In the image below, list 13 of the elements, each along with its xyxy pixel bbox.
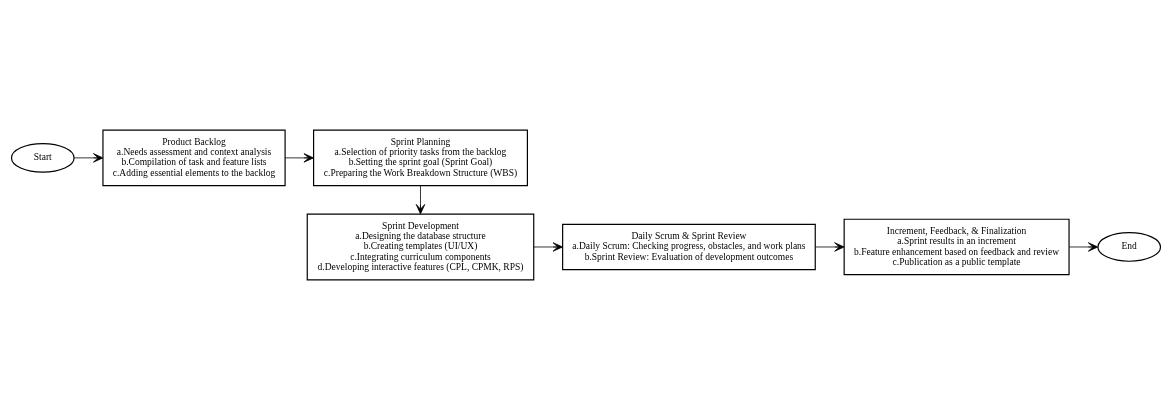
arrow (815, 242, 845, 252)
node-ellipse: End (1097, 232, 1162, 262)
arrow (73, 153, 104, 163)
arrow (415, 185, 426, 215)
node-box: Daily Scrum & Sprint Review a.Daily Scrum: Checking progress, obstacles, and work plans b.Sprint Review: Evaluation of development outcomes (562, 223, 816, 271)
arrow (284, 153, 314, 163)
arrow (533, 242, 563, 252)
arrow (1068, 242, 1099, 252)
node-box: Sprint Development a.Designing the database structure b.Creating templates (UI/UX) c.Integrating curriculum components d.Developing interactive features (CPL, CPMK, RPS) (306, 213, 535, 281)
node-box: Sprint Planning a.Selection of priority tasks from the backlog b.Setting the sprint goal (Sprint Goal) c.Preparing the Work Breakdown Structure (WBS) (313, 129, 528, 187)
node-ellipse: Start (10, 143, 75, 173)
node-box: Product Backlog a.Needs assessment and context analysis b.Compilation of task and feature lists c.Adding essential elements to the backlog (102, 129, 286, 187)
node-box: Increment, Feedback, & Finalization a.Sprint results in an increment b.Feature enhancement based on feedback and review c.Publication as a public template (843, 218, 1070, 276)
